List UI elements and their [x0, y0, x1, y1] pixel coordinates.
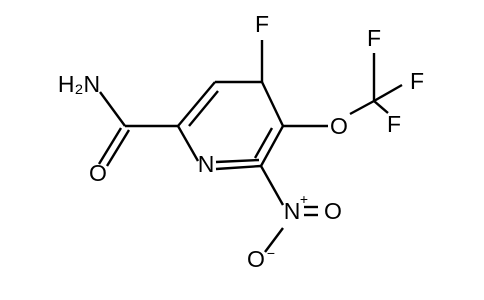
atom-ring-nitrogen: N [198, 151, 215, 177]
bond-cf3-f-bottom [373, 100, 389, 114]
bond-ether-oxygen-cf3 [349, 99, 375, 116]
atom-nitro-oxygen-double: O [324, 198, 342, 224]
bond-ring-inner-double-right [253, 127, 274, 159]
atom-amide-nh2: H₂N [58, 71, 100, 97]
bond-ring-c1-n [215, 164, 262, 171]
bond-ring-c3-c2 [260, 81, 285, 127]
atom-cf3-fluorine-bottom: F [387, 111, 401, 137]
atom-cf3-fluorine-right: F [410, 68, 424, 94]
atom-nitro-charge-plus: + [300, 191, 308, 207]
bond-ring-c5-c4 [177, 81, 216, 127]
bond-carbonyl-nh2 [99, 91, 126, 127]
atom-fluorine-ring: F [255, 11, 269, 37]
bond-ring-c2-c1 [259, 125, 285, 167]
bond-ring-inner-double-bottom [215, 158, 260, 164]
atom-ether-oxygen: O [330, 113, 348, 139]
bond-ring-inner-double-left [188, 90, 219, 127]
bond-carbonyl-oxygen-b [105, 129, 131, 167]
atom-cf3-fluorine-top: F [367, 25, 381, 51]
atom-nitro-charge-minus: − [267, 245, 275, 261]
atom-nitro-nitrogen: N [284, 198, 301, 224]
bond-c1-nitro-n [259, 165, 285, 206]
bond-ring-n-c5 [176, 125, 200, 162]
atom-nitro-oxygen-single: O [247, 246, 265, 272]
bond-cf3-f-right [373, 83, 403, 103]
bond-carbonyl-oxygen-a [97, 127, 123, 165]
bond-nitro-oxygen-single [264, 227, 284, 253]
atom-amide-oxygen: O [89, 160, 107, 186]
